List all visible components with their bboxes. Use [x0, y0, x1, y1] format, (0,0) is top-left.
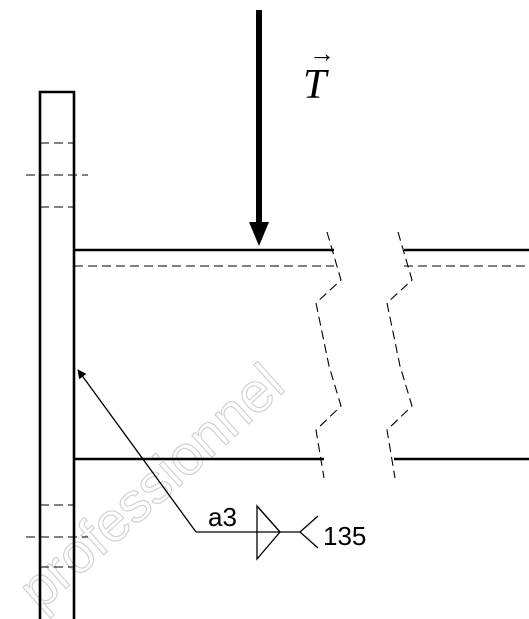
fillet-upper-leg	[256, 505, 281, 533]
vector-arrow: →	[309, 38, 335, 68]
force-symbol: T	[303, 62, 329, 108]
beam	[74, 231, 529, 479]
weld-tail	[299, 515, 319, 549]
break-line-right	[386, 231, 413, 479]
weld-throat-label: a3	[208, 502, 237, 532]
weld-symbol: a3 135	[77, 369, 366, 561]
watermark-text: professionnel	[6, 351, 296, 619]
column-plate	[26, 90, 88, 619]
force-label: T →	[303, 38, 335, 108]
weld-process-label: 135	[323, 521, 366, 551]
weld-leader-arrow	[77, 369, 197, 533]
break-line-left	[315, 231, 342, 479]
load-arrow	[249, 10, 269, 246]
